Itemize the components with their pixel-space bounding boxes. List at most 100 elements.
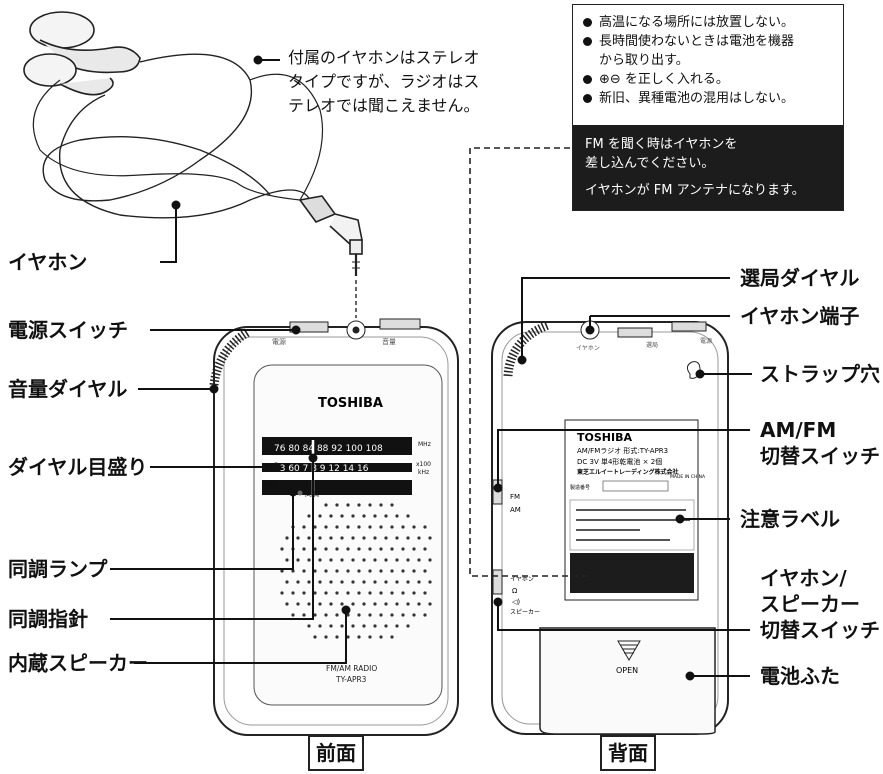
grille-hole: [390, 635, 394, 639]
label-tuning-pointer: 同調指針: [8, 607, 88, 631]
tuning-lamp-icon: [297, 490, 303, 496]
fm-note-line-2: 差し込んでください。: [585, 156, 715, 171]
grille-hole: [280, 569, 284, 573]
grille-hole: [351, 514, 355, 518]
label-battery-cover: 電池ふた: [760, 664, 840, 688]
grille-hole: [335, 613, 339, 617]
grille-hole: [412, 613, 416, 617]
label-caution-label: 注意ラベル: [740, 507, 840, 531]
grille-hole: [296, 558, 300, 562]
grille-hole: [335, 635, 339, 639]
grille-hole: [307, 624, 311, 628]
grille-hole: [313, 525, 317, 529]
speaker-grille: [280, 503, 432, 639]
band-am-text: AM: [266, 480, 278, 489]
front-brand-logo: TOSHIBA: [318, 396, 383, 411]
grille-hole: [379, 547, 383, 551]
grille-hole: [318, 602, 322, 606]
grille-hole: [329, 580, 333, 584]
grille-hole: [401, 569, 405, 573]
grille-hole: [406, 536, 410, 540]
grille-hole: [318, 536, 322, 540]
grille-hole: [395, 602, 399, 606]
grille-hole: [368, 635, 372, 639]
grille-hole: [324, 503, 328, 507]
grille-hole: [351, 536, 355, 540]
output-switch-icon: [492, 569, 503, 595]
grille-hole: [423, 525, 427, 529]
label-band-switch-2: 切替スイッチ: [760, 444, 880, 468]
grille-hole: [362, 558, 366, 562]
earbud-stem-left-icon: [39, 39, 141, 74]
grille-hole: [335, 569, 339, 573]
grille-hole: [291, 591, 295, 595]
front-top-label-right: 音量: [382, 337, 396, 346]
grille-hole: [417, 558, 421, 562]
caution-item: 新旧、異種電池の混用はしない。: [583, 89, 833, 108]
grille-hole: [406, 624, 410, 628]
back-brand-logo: TOSHIBA: [577, 431, 632, 444]
grille-hole: [373, 602, 377, 606]
caution-item: ⊕⊖ を正しく入れる。: [583, 70, 833, 89]
earphone-note-line-2: タイプですが、ラジオはス: [288, 72, 480, 91]
earphone-illustration: [23, 11, 363, 276]
back-sw-earphone: イヤホン: [510, 576, 534, 583]
earphone-note-line-1: 付属のイヤホンはステレオ: [288, 48, 480, 67]
model-line-2: TY-APR3: [335, 675, 367, 684]
grille-hole: [384, 580, 388, 584]
grille-hole: [291, 569, 295, 573]
grille-hole: [324, 569, 328, 573]
grille-hole: [357, 591, 361, 595]
label-power-switch: 電源スイッチ: [8, 318, 128, 342]
back-sw-am: AM: [510, 506, 521, 514]
back-top-label-2: 電源: [700, 337, 712, 345]
caution-item-text: ⊕⊖ を正しく入れる。: [599, 72, 729, 87]
grille-hole: [329, 602, 333, 606]
grille-hole: [362, 514, 366, 518]
headphone-glyph-icon: Ω: [512, 587, 518, 595]
grille-hole: [307, 536, 311, 540]
grille-hole: [351, 558, 355, 562]
grille-hole: [373, 624, 377, 628]
grille-hole: [302, 613, 306, 617]
grille-hole: [390, 613, 394, 617]
grille-hole: [379, 503, 383, 507]
grille-hole: [318, 514, 322, 518]
fm-note-line-3: イヤホンが FM アンテナになります。: [585, 183, 805, 198]
grille-hole: [335, 525, 339, 529]
grille-hole: [351, 602, 355, 606]
grille-hole: [373, 514, 377, 518]
grille-hole: [324, 525, 328, 529]
battery-cover-icon: [539, 627, 716, 735]
grille-hole: [346, 569, 350, 573]
grille-hole: [296, 580, 300, 584]
grille-hole: [412, 547, 416, 551]
grille-hole: [318, 580, 322, 584]
grille-hole: [357, 635, 361, 639]
speaker-glyph-icon: ◁): [512, 598, 520, 606]
back-serial: 製造番号: [570, 484, 590, 491]
grille-hole: [313, 635, 317, 639]
model-line-1: FM/AM RADIO: [326, 664, 377, 673]
label-output-switch-3: 切替スイッチ: [760, 618, 880, 642]
caution-item-text: 新旧、異種電池の混用はしない。: [599, 91, 795, 106]
back-radio: イヤホン 選局 電源 FM AM イヤホン Ω ◁) スピーカー TOSHIBA…: [491, 320, 729, 735]
grille-hole: [362, 602, 366, 606]
grille-hole: [395, 514, 399, 518]
grille-hole: [428, 580, 432, 584]
label-earphone-jack: イヤホン端子: [740, 304, 860, 328]
grille-hole: [346, 591, 350, 595]
grille-hole: [379, 635, 383, 639]
grille-hole: [329, 536, 333, 540]
grille-hole: [318, 624, 322, 628]
grille-hole: [384, 558, 388, 562]
grille-hole: [340, 624, 344, 628]
view-label-back: 背面: [600, 735, 656, 771]
grille-hole: [395, 580, 399, 584]
grille-hole: [373, 580, 377, 584]
grille-hole: [390, 591, 394, 595]
grille-hole: [368, 525, 372, 529]
caution-item: 高温になる場所には放置しない。: [583, 13, 833, 32]
grille-hole: [412, 569, 416, 573]
